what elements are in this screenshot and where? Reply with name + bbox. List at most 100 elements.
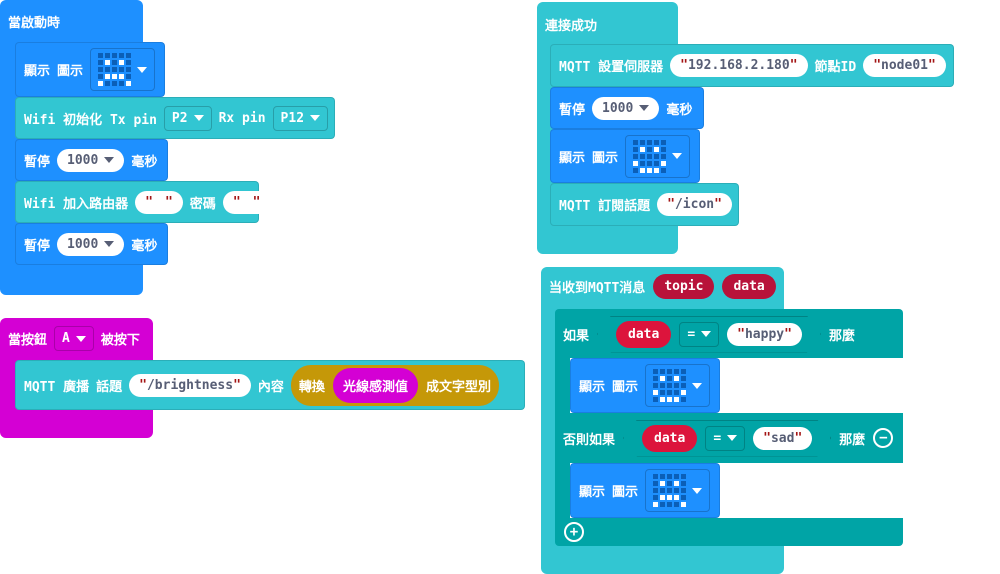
icon-dropdown[interactable] [90,48,156,91]
led-cell [98,60,104,65]
led-cell [660,376,666,381]
led-cell [119,67,125,72]
compare-value-input[interactable]: "happy" [727,323,802,346]
pause-block[interactable]: 暫停 1000 毫秒 [15,139,168,181]
compare-value-input[interactable]: "sad" [753,427,812,450]
show-icon-block[interactable]: 顯示圖示 [15,42,165,97]
show-icon-block[interactable]: 顯示圖示 [570,358,720,413]
mqtt-broadcast-block[interactable]: MQTT 廣播話題 "/brightness" 內容 轉換光線感測值成文字型別 [15,360,525,410]
chevron-down-icon [137,66,148,73]
mqtt-server-block[interactable]: MQTT 設置伺服器 "192.168.2.180" 節點ID "node01" [550,44,954,87]
pause-value-input[interactable]: 1000 [57,148,125,172]
led-cell [674,397,680,402]
convert-to-text-block[interactable]: 轉換光線感測值成文字型別 [290,364,499,406]
ssid-input[interactable]: "" [135,190,183,214]
pause-value-input[interactable]: 1000 [57,232,125,256]
icon-dropdown[interactable] [625,134,691,178]
led-cell [112,74,118,79]
led-cell [640,153,646,159]
led-cell [661,153,667,159]
on-start-title: 當啟動時 [8,16,61,31]
topic-parameter[interactable]: topic [653,274,715,299]
operator-dropdown[interactable]: = [679,322,719,347]
host-input[interactable]: "192.168.2.180" [670,54,808,77]
compare-block[interactable]: data = "sad" [623,420,831,457]
rx-value: P12 [280,110,305,126]
remove-branch-icon[interactable]: − [873,428,894,448]
rx-label: Rx pin [218,110,266,126]
led-cell [674,488,680,493]
led-cell [681,376,687,381]
data-parameter[interactable]: data [722,274,776,299]
show-icon-block[interactable]: 顯示圖示 [570,463,720,518]
led-cell [661,167,667,173]
data-variable[interactable]: data [616,321,671,348]
led-cell [667,481,673,486]
led-cell [667,390,673,395]
led-cell [674,390,680,395]
else-if-label: 否則如果 [563,432,616,448]
node-id-input[interactable]: "node01" [863,54,946,77]
tx-value: P2 [171,110,188,126]
led-cell [647,139,653,145]
compare-block[interactable]: data = "happy" [597,316,821,353]
led-cell [126,67,132,72]
password-input[interactable]: "" [222,190,271,214]
led-cell [633,160,639,166]
button-dropdown[interactable]: A [54,326,94,351]
led-cell [661,139,667,145]
rx-pin-dropdown[interactable]: P12 [272,105,329,131]
led-cell [661,160,667,166]
pause-unit: 毫秒 [131,154,158,170]
led-cell [674,502,680,507]
led-cell [654,167,660,173]
subscribe-topic-input[interactable]: "/icon" [657,193,732,216]
wifi-init-label: Wifi 初始化 Tx pin [24,112,157,128]
add-branch-icon[interactable]: + [564,522,584,542]
led-cell [640,167,646,173]
led-cell [119,74,125,79]
led-cell [667,488,673,493]
operator-dropdown[interactable]: = [705,426,745,451]
led-cell [674,495,680,500]
wifi-join-block[interactable]: Wifi 加入路由器 "" 密碼 "" [15,181,271,223]
led-cell [674,376,680,381]
led-cell [647,153,653,159]
icon-dropdown[interactable] [645,364,711,407]
led-icon-grid [98,53,132,86]
data-variable[interactable]: data [642,425,697,452]
icon-label: 圖示 [612,485,639,500]
topic-value: /brightness [146,377,234,393]
chevron-down-icon [692,487,703,494]
led-cell [681,481,687,486]
mqtt-subscribe-block[interactable]: MQTT 訂閱話題 "/icon" [550,183,739,226]
icon-label: 圖示 [612,380,639,395]
on-connected-title: 連接成功 [545,19,598,34]
led-cell [667,369,673,374]
led-cell [653,502,659,507]
subscribe-topic-value: /icon [674,197,715,212]
tx-pin-dropdown[interactable]: P2 [163,105,212,131]
led-cell [105,60,111,65]
compare-value: happy [744,326,785,342]
led-cell [681,369,687,374]
led-cell [105,67,111,72]
pause-block[interactable]: 暫停 1000 毫秒 [15,223,168,265]
led-cell [660,390,666,395]
led-cell [674,383,680,388]
show-icon-block[interactable]: 顯示圖示 [550,129,700,183]
server-label: MQTT 設置伺服器 [559,60,664,75]
light-level-block[interactable]: 光線感測值 [332,367,418,403]
pause-value-input[interactable]: 1000 [592,96,660,120]
else-if-row: 否則如果 data="sad" 那麼 − [563,420,894,457]
operator-value: = [687,326,696,342]
led-cell [647,160,653,166]
led-cell [681,488,687,493]
led-cell [112,53,118,58]
wifi-init-block[interactable]: Wifi 初始化 Tx pin P2 Rx pin P12 [15,97,335,139]
pause-block[interactable]: 暫停 1000 毫秒 [550,87,704,129]
topic-input[interactable]: "/brightness" [129,373,251,397]
pause-value: 1000 [602,100,634,116]
icon-dropdown[interactable] [645,469,711,512]
if-row: 如果 data="happy" 那麼 [563,316,855,352]
